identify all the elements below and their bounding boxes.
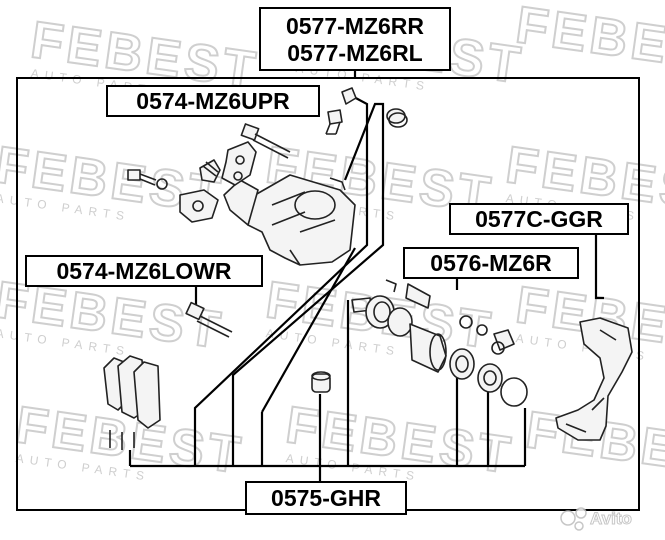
piston xyxy=(409,323,447,373)
o-ring xyxy=(500,377,528,407)
caliper-body xyxy=(247,174,356,266)
watermark-3: FEBEST xyxy=(511,0,665,86)
piston-seal-2 xyxy=(477,363,503,393)
label-0574-mz6lowr: 0574-MZ6LOWR xyxy=(25,255,263,287)
label-0576-mz6r: 0576-MZ6R xyxy=(403,247,579,279)
brake-pads xyxy=(103,355,161,450)
leader-lines xyxy=(128,68,604,482)
piston-seal-1 xyxy=(449,348,475,380)
upper-bolt xyxy=(240,123,291,159)
part-labels: 0577-MZ6RR 0577-MZ6RL 0574-MZ6UPR 0574-M… xyxy=(25,7,629,515)
caliper-bracket xyxy=(555,317,633,441)
label-mz6r-text: 0576-MZ6R xyxy=(430,250,552,276)
adjuster-parts xyxy=(385,279,515,355)
label-upr-text: 0574-MZ6UPR xyxy=(136,88,290,114)
label-0574-mz6upr: 0574-MZ6UPR xyxy=(106,85,320,117)
parts-layer xyxy=(103,87,633,450)
bleeder-screw xyxy=(325,109,343,135)
seal-ring xyxy=(387,307,413,337)
guide-cup xyxy=(179,189,219,223)
label-0577-mz6rr: 0577-MZ6RR 0577-MZ6RL xyxy=(259,7,451,71)
label-rl-text: 0577-MZ6RL xyxy=(287,40,422,66)
lower-long-bolt xyxy=(185,301,233,338)
label-lowr-text: 0574-MZ6LOWR xyxy=(56,258,231,284)
dust-cap-top xyxy=(386,108,408,128)
label-ghr-text: 0575-GHR xyxy=(271,485,381,511)
label-ggr-text: 0577C-GGR xyxy=(475,206,603,232)
avito-text: Avito xyxy=(590,509,632,528)
leader-rr-main xyxy=(193,95,369,466)
avito-logo: Avito xyxy=(560,507,632,531)
leader-ggr xyxy=(594,234,604,300)
label-0575-ghr: 0575-GHR xyxy=(245,481,407,515)
caliper-bore xyxy=(294,190,336,220)
label-0577c-ggr: 0577C-GGR xyxy=(449,203,629,235)
watermark-brand: FEBEST xyxy=(512,0,665,85)
leader-upr xyxy=(261,247,356,413)
label-rr-text: 0577-MZ6RR xyxy=(286,13,424,39)
hose-fitting xyxy=(341,87,357,105)
leader-rl-main xyxy=(231,102,385,466)
caliper-arm xyxy=(223,179,259,226)
guide-bushing xyxy=(311,371,331,393)
small-pin xyxy=(329,177,346,191)
left-small-bolt xyxy=(127,169,168,190)
piston-assembly xyxy=(351,295,528,407)
caliper-detail xyxy=(271,191,336,266)
